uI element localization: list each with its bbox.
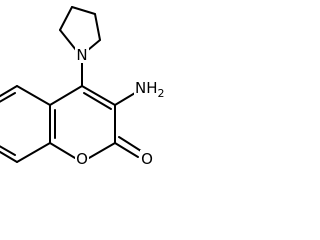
pyrrolidine-bond-n-c1	[87, 39, 101, 51]
amine-subscript-label: 2	[158, 87, 165, 100]
pyrrolidine-ring	[59, 6, 101, 51]
atom-label-ring-oxygen: O	[75, 150, 89, 168]
bond-c3-nh2	[114, 92, 136, 106]
bond-c7-c8-double	[0, 145, 16, 156]
carbonyl-oxygen-label: O	[141, 150, 153, 168]
atom-label-amine: NH2	[134, 78, 168, 100]
pyrrolidine-bond-c3-c4	[59, 6, 73, 31]
pyrrolidine-bond-c2-c3	[71, 6, 96, 15]
bond-c2-carbonyl	[114, 142, 139, 158]
bond-c2-carbonyl-double	[118, 136, 142, 152]
atom-label-ring-nitrogen: N	[75, 46, 89, 64]
bond-c4-c3	[81, 85, 116, 106]
atom-label-carbonyl-oxygen: O	[140, 150, 155, 168]
ring-oxygen-label: O	[76, 150, 88, 168]
bond-c5-c6-double	[0, 92, 16, 103]
benzene-ring	[0, 85, 56, 163]
bond-c8-c8a	[16, 142, 51, 163]
bond-c4a-c4	[49, 85, 83, 106]
bond-c7-c8	[0, 150, 18, 163]
bond-o1-c8a	[49, 142, 76, 159]
molecule-structure: N NH2 O O	[0, 6, 168, 168]
amine-main-label: NH	[135, 79, 158, 97]
bond-c5-c6	[0, 85, 18, 98]
bond-c4-c3-double	[83, 92, 112, 110]
bond-c4a-c5	[16, 85, 51, 106]
pyrrolidine-bond-c1-c2	[94, 13, 101, 41]
pyranone-ring	[49, 85, 116, 159]
nitrogen-label: N	[76, 46, 87, 64]
pyrrolidine-bond-c4-n	[59, 29, 77, 51]
amine-label: NH2	[135, 79, 165, 100]
bond-c2-o1	[88, 142, 116, 159]
